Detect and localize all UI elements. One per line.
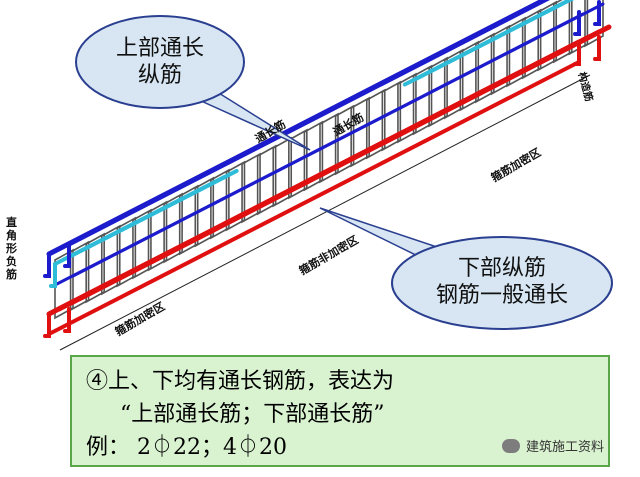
support-negative-bar bbox=[65, 168, 239, 260]
watermark-text: 建筑施工资料 bbox=[526, 440, 605, 455]
label-right-angle-negative-bar: 直角形负筋 bbox=[6, 216, 17, 281]
notation-note-box: ④上、下均有通长钢筋，表达为 “上部通长筋；下部通长筋” 例： 2⏀22；4⏀2… bbox=[70, 355, 610, 467]
left-hook bbox=[43, 312, 51, 338]
bar-hooks bbox=[43, 0, 601, 338]
callout-bottom-bubble bbox=[391, 236, 613, 330]
bottom-longitudinal-bar bbox=[47, 60, 581, 336]
watermark: 建筑施工资料 bbox=[502, 436, 604, 455]
right-hook bbox=[573, 10, 581, 36]
left-hook bbox=[49, 262, 57, 288]
note-line-3: 例： 2⏀22；4⏀20 bbox=[86, 435, 287, 460]
dimension-line bbox=[59, 74, 591, 351]
support-negative-bar bbox=[414, 0, 575, 81]
left-hook bbox=[63, 307, 71, 333]
wechat-icon bbox=[502, 438, 520, 453]
callout-top-line-1: 上部通长 bbox=[115, 35, 204, 61]
callout-leaders bbox=[59, 74, 591, 351]
label-stirrup-dense-right: 箍筋加密区 bbox=[489, 145, 544, 185]
callout-top-bubble bbox=[75, 15, 245, 109]
bottom-longitudinal-bar bbox=[76, 24, 612, 302]
label-stirrup-non-dense: 箍筋非加密区 bbox=[297, 232, 361, 277]
stirrups bbox=[54, 0, 604, 320]
left-hook bbox=[43, 252, 51, 278]
callout-bubbles bbox=[75, 15, 613, 330]
callout-top-continuous-bars: 上部通长 纵筋 bbox=[82, 20, 238, 104]
left-hook bbox=[63, 242, 71, 268]
note-line-2: “上部通长筋；下部通长筋” bbox=[120, 402, 385, 427]
longitudinal-bars bbox=[46, 0, 612, 336]
callout-top-line-2: 纵筋 bbox=[137, 63, 182, 88]
side-bar bbox=[71, 2, 605, 278]
callout-bottom-line-2: 钢筋一般通长 bbox=[435, 283, 568, 308]
top-continuous-bar bbox=[66, 0, 550, 247]
right-hook bbox=[593, 0, 601, 26]
callout-bottom-line-1: 下部纵筋 bbox=[457, 255, 546, 281]
note-line-1: ④上、下均有通长钢筋，表达为 bbox=[86, 369, 395, 394]
right-hook bbox=[573, 40, 581, 66]
right-hook bbox=[593, 35, 601, 61]
callout-bottom-longitudinal-bars: 下部纵筋 钢筋一般通长 bbox=[398, 240, 606, 324]
stirrup bbox=[584, 0, 604, 48]
